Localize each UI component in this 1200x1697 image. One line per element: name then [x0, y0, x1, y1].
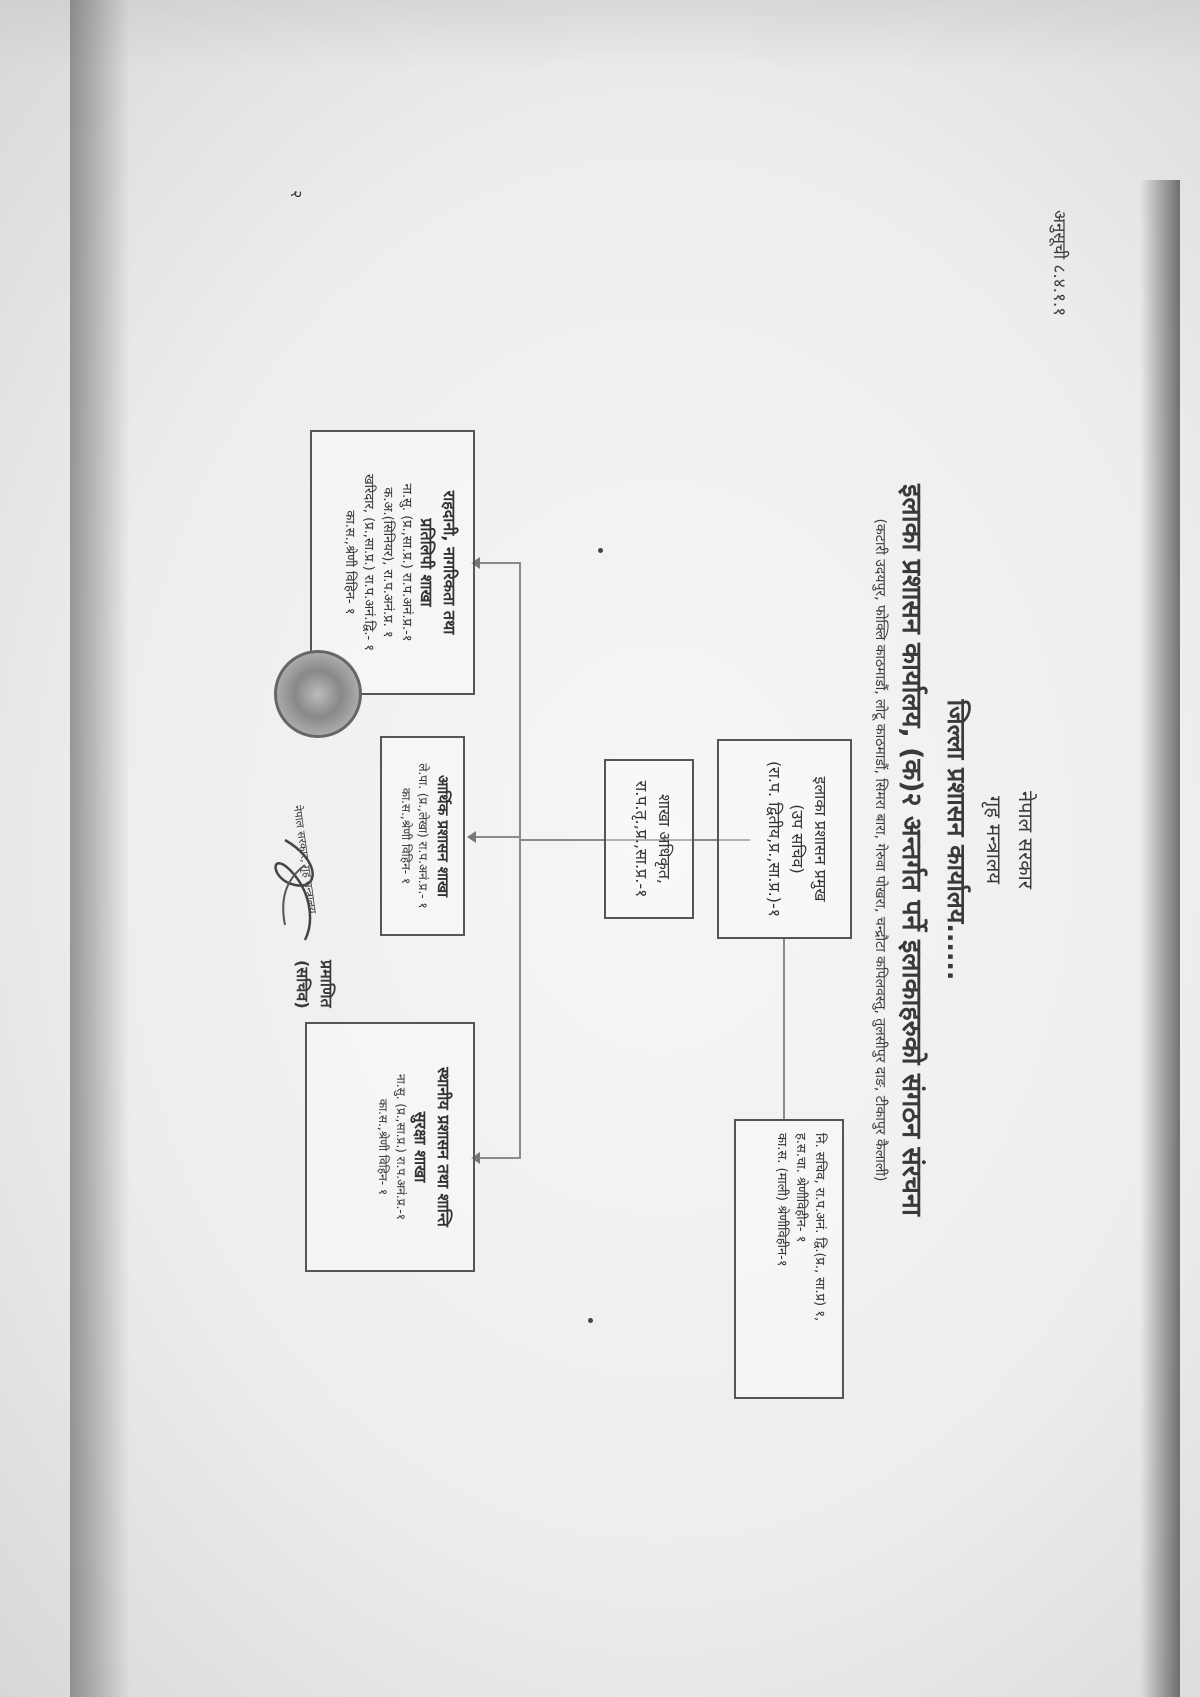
branch-drop-right [476, 1157, 521, 1159]
passport-branch-staff-3: खरिदार, (प्र.,सा.प्र.) रा.प.अनं.द्वि.- १ [360, 473, 376, 652]
finance-branch-staff-1: ले.पा. (प्र.,लेखा) रा.प.अनं.प्र.- १ [416, 763, 431, 909]
annex-label: अनुसूची ८.४.१.१ [1049, 210, 1069, 317]
support-staff-line-2: ह.स.चा. श्रेणीविहीन- १ [793, 1133, 809, 1243]
left-binding-shadow [70, 0, 130, 1697]
local-admin-security-branch-box: स्थानीय प्रशासन तथा शान्ति सुरक्षा शाखा … [305, 1022, 475, 1272]
attestation-title: (सचिव) [293, 960, 312, 1009]
passport-branch-staff-2: क.अ.(सिनियर), रा.प.अनं.प्र. १ [379, 487, 395, 638]
branch-drop-left [476, 562, 521, 564]
branch-drop-middle [471, 836, 521, 838]
page-subtitle: (कटारी उदयपुर, फोक्लि काठमाडौं, लोटू काठ… [872, 518, 888, 1182]
support-staff-line-1: नि. सचिव, रा.प.अनं. द्वि.(प्र., सा.प्र) … [812, 1133, 827, 1322]
page-number: २ [287, 190, 306, 199]
chief-title: इलाका प्रशासन प्रमुख [811, 776, 830, 902]
branch-bus-line [519, 562, 521, 1159]
financial-admin-branch-box: आर्थिक प्रशासन शाखा ले.पा. (प्र.,लेखा) र… [380, 736, 465, 936]
side-connector [783, 939, 785, 1119]
section-officer-title: शाखा अधिकृत, [655, 793, 674, 885]
passport-branch-staff-1: ना.सु. (प्र.,सा.प्र.) रा.प.अनं.प्र.-१ [398, 483, 414, 642]
support-staff-line-3: का.स. (माली) श्रेणीविहीन-१ [774, 1133, 790, 1267]
passport-branch-staff-4: का.स.,श्रेणी विहिन- १ [342, 510, 358, 615]
ink-speck [588, 1318, 593, 1323]
attestation-name: प्रमाणित [317, 960, 336, 1008]
security-branch-title: स्थानीय प्रशासन तथा शान्ति [434, 1067, 453, 1227]
header-line-3: जिल्ला प्रशासन कार्यालय...... [942, 699, 971, 981]
finance-branch-staff-2: का.स.,श्रेणी विहिन- १ [398, 787, 413, 885]
rotated-document: अनुसूची ८.४.१.१ नेपाल सरकार गृह मन्त्राल… [274, 150, 1080, 1550]
security-branch-staff-2: का.स.,श्रेणी विहिन- १ [376, 1098, 391, 1196]
header-line-2: गृह मन्त्रालय [982, 795, 1006, 885]
chief-rank: (उप सचिव) [787, 804, 807, 874]
section-officer-grade: रा.प.तृ.,प्र.,सा.प्र.-१ [631, 780, 651, 898]
right-edge-shadow [1140, 180, 1180, 1697]
arrow-head-middle [467, 831, 476, 843]
security-branch-subtitle: सुरक्षा शाखा [410, 1111, 430, 1183]
chief-grade: (रा.प. द्वितीय,प्र.,सा.प्र.)-१ [764, 760, 784, 918]
passport-branch-subtitle: प्रतिलिपी शाखा [416, 518, 436, 607]
section-officer-box: शाखा अधिकृत, रा.प.तृ.,प्र.,सा.प्र.-१ [604, 759, 694, 919]
header-line-1: नेपाल सरकार [1014, 791, 1038, 889]
page-title: इलाका प्रशासन कार्यालय, (क)२ अन्तर्गत पर… [896, 484, 927, 1216]
top-shadow [0, 0, 1200, 70]
security-branch-staff-1: ना.सु. (प्र.,सा.प्र.) रा.प.अनं.प्र.-१ [393, 1074, 408, 1220]
ink-speck [598, 548, 603, 553]
support-staff-box: नि. सचिव, रा.प.अनं. द्वि.(प्र., सा.प्र) … [734, 1119, 844, 1399]
chief-box: इलाका प्रशासन प्रमुख (उप सचिव) (रा.प. द्… [717, 739, 852, 939]
passport-branch-title: राहदानी, नागरिकता तथा [440, 490, 459, 635]
handwritten-signature [274, 838, 314, 941]
finance-branch-title: आर्थिक प्रशासन शाखा [434, 774, 452, 898]
